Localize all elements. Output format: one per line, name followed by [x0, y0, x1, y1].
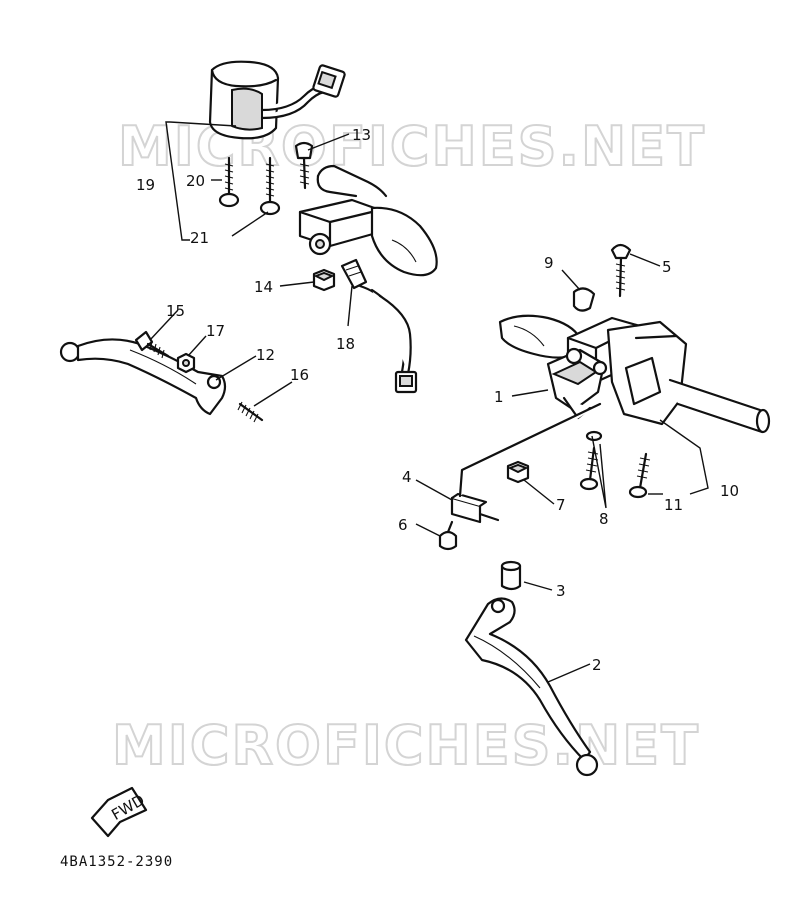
callout-17: 17	[206, 322, 225, 340]
callout-8: 8	[599, 510, 609, 528]
fwd-arrow-icon: FWD	[90, 786, 148, 838]
callout-19: 19	[136, 176, 155, 194]
watermark-bottom: MICROFICHES.NET	[112, 714, 700, 777]
brake-switch-4	[450, 402, 602, 524]
callout-13: 13	[352, 126, 371, 144]
callout-2: 2	[592, 656, 602, 674]
clutch-switch-18	[340, 258, 418, 394]
screw-6	[438, 520, 458, 551]
callout-16: 16	[290, 366, 309, 384]
callout-7: 7	[556, 496, 566, 514]
callout-9: 9	[544, 254, 554, 272]
callout-1: 1	[494, 388, 504, 406]
callout-18: 18	[336, 335, 355, 353]
leader-lines	[149, 133, 709, 683]
brake-master-cylinder	[546, 347, 608, 420]
callout-20: 20	[186, 172, 205, 190]
callout-5: 5	[662, 258, 672, 276]
pivot-pin-3	[500, 560, 522, 591]
nut-14	[312, 268, 336, 292]
bolt-15	[134, 330, 170, 359]
lever-left	[59, 338, 227, 416]
nut-7	[506, 460, 530, 484]
callout-3: 3	[556, 582, 566, 600]
lever-holder	[298, 164, 438, 277]
right-handlebar-switch	[498, 314, 771, 434]
bolt-13	[294, 141, 314, 190]
callout-6: 6	[398, 516, 408, 534]
callout-12: 12	[256, 346, 275, 364]
callout-14: 14	[254, 278, 273, 296]
drawing-code: 4BA1352-2390	[60, 854, 173, 870]
nut-17	[176, 352, 196, 374]
screw-21	[259, 156, 281, 216]
cap-9	[572, 287, 596, 312]
brake-lever-2	[464, 597, 599, 777]
callout-21: 21	[190, 229, 209, 247]
spring-16	[237, 401, 264, 423]
screw-11	[628, 452, 651, 499]
washer-8	[585, 430, 603, 442]
callout-4: 4	[402, 468, 412, 486]
callout-11: 11	[664, 496, 683, 514]
callout-labels: 19 20 21 13 14 18 15 17 12 16 9 5 1 10 1…	[136, 126, 739, 674]
callout-10: 10	[720, 482, 739, 500]
bolt-5	[610, 243, 632, 298]
callout-15: 15	[166, 302, 185, 320]
left-handlebar-switch	[208, 60, 346, 140]
screw-8	[579, 446, 599, 491]
screw-20	[218, 156, 240, 208]
